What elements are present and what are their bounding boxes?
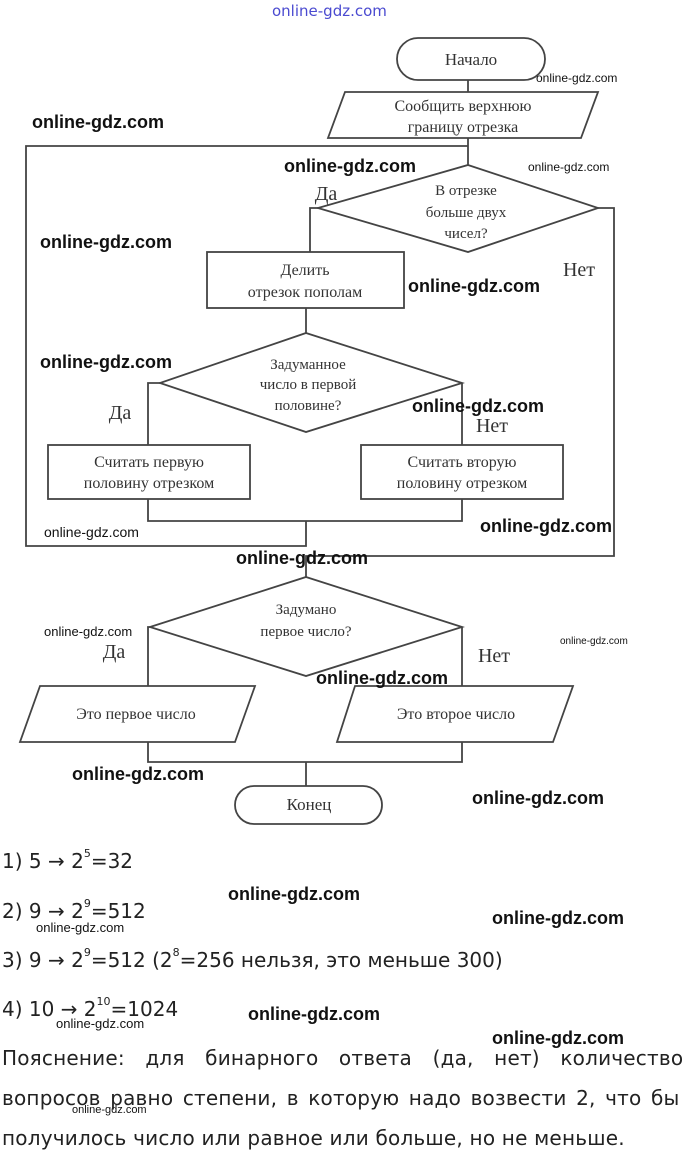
second-half-line-1: Считать вторую [408,454,517,471]
cond3-yes-label: Да [103,641,126,663]
answer-2-exponent: 9 [83,897,91,910]
watermark: online-gdz.com [536,71,618,85]
cond1-line-1: В отрезке [435,183,497,199]
first-half-line-2: половину отрезком [84,475,214,492]
out1-parallelogram [18,685,257,743]
connector-cond3-yes [147,626,150,686]
answer-3-suffix: =512 (2 [90,948,173,972]
cond2-yes-label: Да [109,402,132,424]
cond2-no-label: Нет [476,415,508,437]
answer-3: 3) 9 → 29=512 (28=256 нельзя, это меньше… [2,946,503,972]
answer-4-prefix: 4) 10 → 2 [2,997,97,1021]
input-line-1: Сообщить верхнюю [394,98,531,115]
top-site-link[interactable]: online-gdz.com [272,2,387,20]
answer-4: 4) 10 → 210=1024 [2,995,179,1021]
out2-label: Это второе число [397,706,515,723]
watermark: online-gdz.com [408,276,540,296]
watermark: online-gdz.com [472,788,604,808]
cond3-line-2: первое число? [260,624,351,640]
out1-label: Это первое число [76,706,195,723]
cond2-line-2: число в первой [260,377,357,393]
answer-2-prefix: 2) 9 → 2 [2,899,84,923]
answer-3-exponent-2: 8 [172,946,180,959]
cond1-line-2: больше двух [426,205,507,221]
answer-3-prefix: 3) 9 → 2 [2,948,84,972]
start-terminator [396,37,546,81]
cond3-no-label: Нет [478,645,510,667]
connector-cond2-yes [147,382,160,445]
connector-cond1-yes [309,207,318,252]
cond3-diamond [147,576,465,677]
answer-4-suffix: =1024 [110,997,179,1021]
cond1-line-3: чисел? [444,226,488,242]
answer-1: 1) 5 → 25=32 [2,847,134,873]
watermark: online-gdz.com [44,624,133,639]
answer-1-exponent: 5 [83,847,91,860]
watermark: online-gdz.com [32,112,164,132]
cond2-line-1: Задуманное [270,357,346,373]
split-line-2: отрезок пополам [248,284,362,301]
first-half-process [47,444,251,500]
watermark: online-gdz.com [480,516,612,536]
watermark: online-gdz.com [560,636,628,647]
explanation-line-1: Пояснение: для бинарного ответа (да, нет… [2,1046,683,1070]
watermark: online-gdz.com [236,548,368,568]
watermark: online-gdz.com [248,1004,380,1024]
connector-outputs-merge [147,742,463,763]
cond3-line-1: Задумано [276,602,337,618]
watermark: online-gdz.com [528,160,610,174]
watermark: online-gdz.com [72,1104,147,1116]
cond2-diamond [157,332,465,433]
answer-4-exponent: 10 [96,995,111,1008]
watermark: online-gdz.com [492,1028,624,1048]
explanation-line-3: получилось число или равное или больше, … [2,1126,625,1150]
watermark: online-gdz.com [36,920,125,935]
cond1-diamond [314,164,601,253]
cond1-yes-label: Да [315,183,338,205]
watermark: online-gdz.com [492,908,624,928]
split-line-1: Делить [280,262,329,279]
answer-1-prefix: 1) 5 → 2 [2,849,84,873]
watermark: online-gdz.com [72,764,204,784]
watermark: online-gdz.com [40,232,172,252]
out2-parallelogram [335,685,575,743]
answer-2: 2) 9 → 29=512 [2,897,146,923]
explanation-line-2: вопросов равно степени, в которую надо в… [2,1086,680,1110]
connector-cond1-no [305,207,615,577]
watermark: online-gdz.com [56,1016,145,1031]
input-line-2: границу отрезка [408,119,519,136]
answer-3-exponent: 9 [83,946,91,959]
end-terminator [234,785,383,825]
watermark: online-gdz.com [228,884,360,904]
input-parallelogram [326,91,600,139]
watermark: online-gdz.com [316,668,448,688]
first-half-line-1: Считать первую [94,454,204,471]
flowchart: Начало Сообщить верхнюю границу отрезка … [18,37,615,825]
connector-merge [147,499,463,522]
watermark: online-gdz.com [40,352,172,372]
watermark: online-gdz.com [44,524,139,540]
end-label: Конец [287,795,332,814]
answer-3-suffix-2: =256 нельзя, это меньше 300) [179,948,503,972]
watermark: online-gdz.com [412,396,544,416]
cond2-line-3: половине? [275,398,342,414]
connector-loop-back [25,145,468,547]
start-label: Начало [445,50,497,69]
cond1-no-label: Нет [563,259,595,281]
watermark: online-gdz.com [284,156,416,176]
second-half-line-2: половину отрезком [397,475,527,492]
answer-1-suffix: =32 [90,849,134,873]
answer-2-suffix: =512 [90,899,146,923]
